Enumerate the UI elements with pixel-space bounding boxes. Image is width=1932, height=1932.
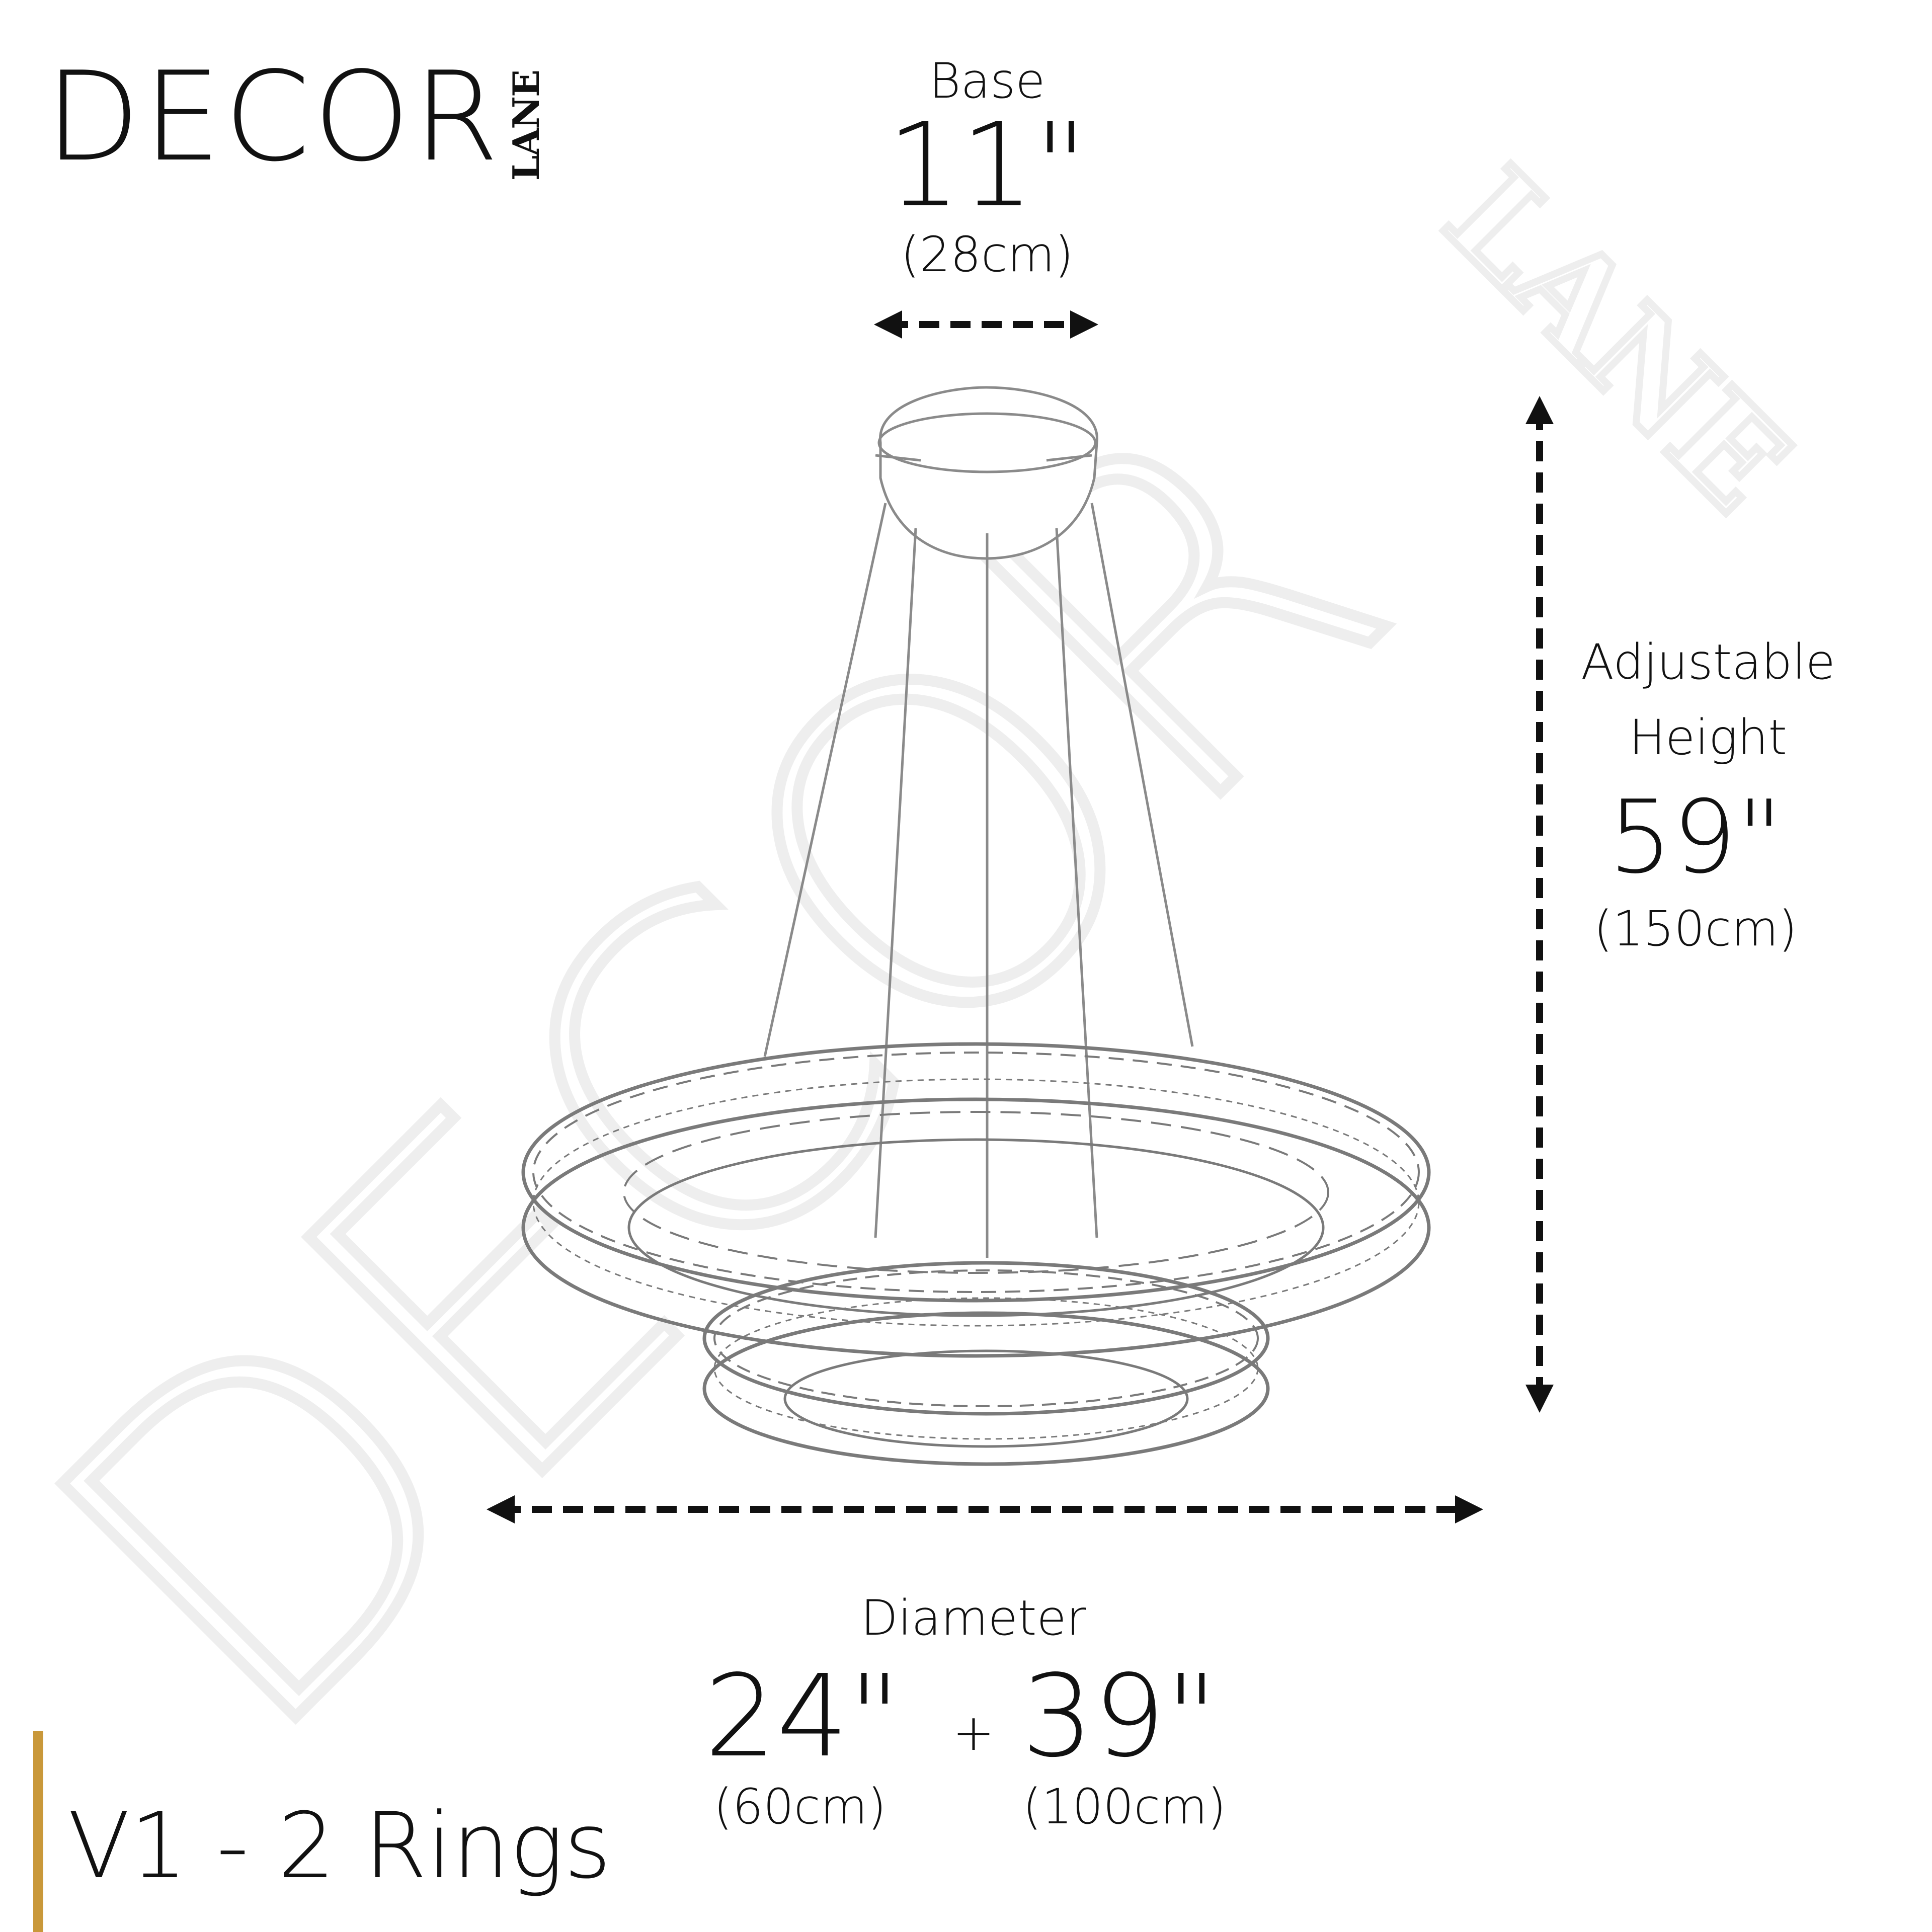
upper-ring bbox=[521, 1042, 1431, 1358]
ceiling-canopy bbox=[875, 386, 1098, 560]
diameter-large-inches: 39" bbox=[1021, 1651, 1218, 1783]
variant-label: V1 - 2 Rings bbox=[68, 1794, 611, 1899]
lower-ring bbox=[702, 1261, 1270, 1466]
height-cm: (150cm) bbox=[1593, 901, 1798, 957]
base-cm: (28cm) bbox=[901, 226, 1074, 283]
variant-accent-bar bbox=[33, 1731, 43, 1932]
diameter-small-inches: 24" bbox=[704, 1651, 901, 1783]
height-inches: 59" bbox=[1608, 779, 1783, 896]
suspension-wires bbox=[763, 503, 1194, 1258]
brand-logo: DECOR bbox=[45, 45, 502, 189]
height-label-line2: Height bbox=[1629, 709, 1788, 766]
diameter-label: Diameter bbox=[860, 1590, 1087, 1646]
diameter-large-cm: (100cm) bbox=[1022, 1779, 1227, 1835]
diameter-small-cm: (60cm) bbox=[713, 1779, 887, 1835]
base-inches: 11" bbox=[887, 99, 1088, 233]
base-label: Base bbox=[929, 53, 1045, 109]
diameter-plus: + bbox=[952, 1703, 995, 1762]
height-label-line1: Adjustable bbox=[1581, 634, 1835, 690]
